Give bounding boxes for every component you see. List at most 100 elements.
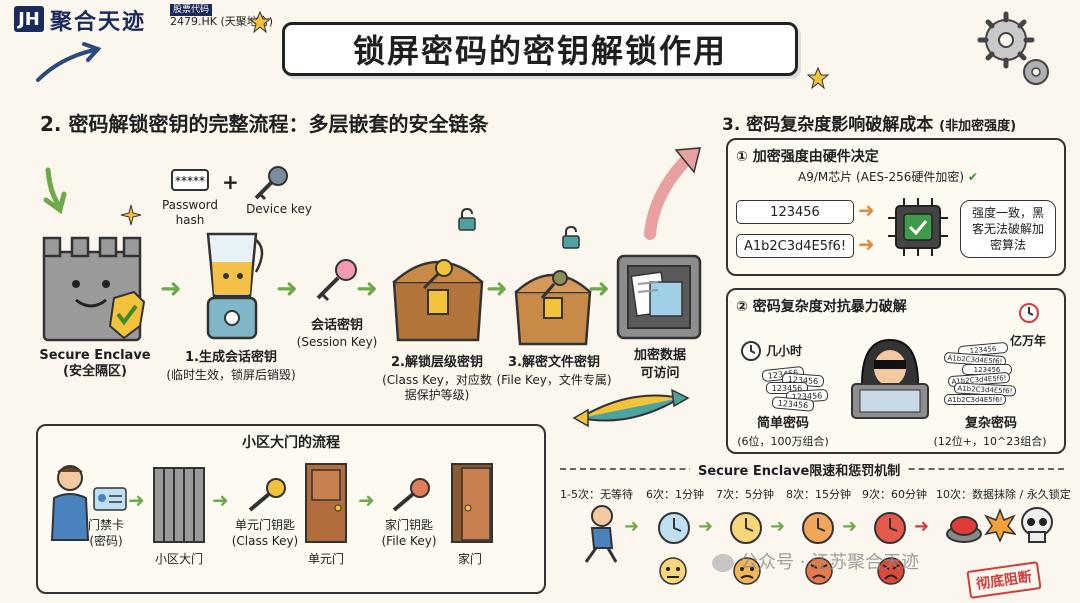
hardware-strength-title: ① 加密强度由硬件决定 (736, 149, 879, 165)
password-hash-label: Password hash (161, 198, 219, 227)
hacker-icon (851, 338, 929, 419)
complex-password-pile: 123456 A1b2C3d4E5f6! 123456 A1b2C3d4E5f6… (943, 341, 1024, 410)
gear-icon (977, 11, 1049, 85)
flow-arrow-icon: ➜ (770, 516, 786, 537)
penalty-step-5: 9次：60分钟 (862, 488, 927, 501)
neutral-face-icon (659, 557, 687, 585)
section3-title: 3. 密码复杂度影响破解成本 (非加密强度) (722, 110, 1016, 135)
svg-text:*****: ***** (175, 174, 205, 188)
sparkle-icon (120, 204, 142, 226)
penalty-step-2: 6次：1分钟 (646, 488, 704, 501)
star-icon (248, 10, 272, 34)
blocked-stamp: 彻底阻断 (966, 561, 1042, 599)
brute-force-title: ② 密码复杂度对抗暴力破解 (736, 299, 907, 315)
furious-face-icon (877, 557, 905, 585)
step-decrypt-file-key-title: 3.解密文件密钥 (508, 355, 600, 370)
flow-arrow-icon: ➜ (914, 516, 930, 537)
penalty-step-4: 8次：15分钟 (786, 488, 851, 501)
device-key-icon (254, 166, 288, 200)
stock-label: 股票代码 (170, 4, 213, 16)
step-unlock-class-key-sub: (Class Key，对应数据保护等级) (382, 373, 492, 402)
treasure-chest-icon (392, 259, 484, 342)
small-chest-icon (514, 270, 592, 346)
step-generate-session-key-sub: (临时生效，锁屏后销毁) (166, 368, 296, 382)
step-data-accessible-sub: 可访问 (640, 366, 680, 381)
running-person-icon (584, 505, 618, 563)
flow-arrow-icon: ➜ (160, 274, 182, 304)
wechat-icon (712, 554, 734, 572)
alarm-clock-icon (874, 512, 906, 544)
flow-arrow-icon: ➜ (486, 274, 508, 304)
watermark-text: 公众号 · 江苏聚合天迹 (740, 552, 920, 573)
pile-card: A1b2C3d4E5f6! (944, 394, 1006, 405)
skull-icon (1021, 507, 1053, 543)
flow-arrow-icon: ➜ (624, 516, 640, 537)
angry-face-icon (805, 557, 833, 585)
section3-title-note: (非加密强度) (939, 119, 1017, 134)
session-key-title: 会话密钥 (310, 318, 363, 333)
watermark: 公众号 · 江苏聚合天迹 (712, 548, 919, 574)
time-simple: 几小时 (766, 344, 803, 358)
section3-title-main: 3. 密码复杂度影响破解成本 (722, 115, 934, 135)
decorative-arrow-icon (36, 42, 102, 82)
alarm-clock-icon (730, 512, 762, 544)
access-card-label: 门禁卡 (87, 518, 124, 532)
home-key-icon (392, 478, 430, 512)
access-card-icon (93, 487, 127, 511)
access-card-sub: (密码) (89, 534, 123, 548)
home-door-label: 家门 (457, 552, 482, 566)
step-decrypt-file-key-sub: (File Key，文件专属) (496, 373, 612, 387)
simple-password-pile: 123456 123456 123456 123456 123456 (761, 365, 832, 412)
arrow-right-icon: ➜ (858, 198, 875, 222)
penalty-step-3: 7次：5分钟 (716, 488, 774, 501)
session-key-icon (316, 259, 357, 302)
step-generate-session-key-title: 1.生成会话密钥 (185, 350, 277, 365)
clock-icon (741, 341, 761, 361)
unit-door-icon (305, 463, 347, 543)
flow-arrow-icon: ➜ (128, 488, 145, 512)
home-key-label: 家门钥匙 (384, 518, 433, 532)
flow-arrow-icon: ➜ (276, 274, 298, 304)
explosion-icon (984, 508, 1016, 542)
complex-password-sub: (12位+，10^23组合) (933, 435, 1047, 448)
pile-card: 123456 (771, 396, 815, 412)
company-logo-mark: JH (14, 6, 44, 32)
strength-bubble: 强度一致，黑客无法破解加密算法 (960, 200, 1056, 258)
step-unlock-class-key-title: 2.解锁层级密钥 (391, 355, 483, 370)
password-hash-icon: ***** (171, 169, 209, 191)
step-data-accessible-title: 加密数据 (633, 348, 686, 363)
session-key-sub: (Session Key) (296, 335, 378, 349)
page-title: 锁屏密码的密钥解锁作用 (282, 22, 798, 76)
person-icon (50, 465, 90, 541)
complex-password-box: A1b2C3d4E5f6! (736, 234, 854, 258)
arrow-down-icon (43, 167, 67, 215)
unit-key-sub: (Class Key) (231, 534, 299, 548)
home-door-icon (451, 463, 493, 543)
alarm-button-icon (946, 516, 982, 543)
home-key-sub: (File Key) (381, 534, 437, 548)
device-key-label: Device key (246, 202, 312, 216)
penalty-title: Secure Enclave限速和惩罚机制 (690, 460, 909, 479)
flow-arrow-icon: ➜ (588, 274, 610, 304)
alarm-clock-icon (802, 512, 834, 544)
unit-door-label: 单元门 (307, 552, 344, 566)
plus-icon: + (222, 170, 239, 194)
chip-icon (888, 198, 948, 256)
community-gate-icon (153, 467, 205, 543)
step-secure-enclave-sub: (安全隔区) (63, 364, 127, 379)
complex-password-label: 复杂密码 (964, 416, 1017, 431)
stock-code: 2479.HK (天聚地合) (170, 15, 274, 28)
curved-arrow-icon (644, 147, 701, 240)
flow-arrow-icon: ➜ (356, 274, 378, 304)
time-complex: 亿万年 (1010, 334, 1047, 348)
secure-enclave-castle-icon (42, 236, 146, 342)
clock-icon (1019, 303, 1039, 323)
penalty-step-6: 10次：数据抹除 / 永久锁定 (936, 488, 1071, 501)
flow-arrow-icon: ➜ (212, 488, 229, 512)
flow-arrow-icon: ➜ (698, 516, 714, 537)
unit-key-label: 单元门钥匙 (234, 518, 295, 532)
section2-title: 2. 密码解锁密钥的完整流程：多层嵌套的安全链条 (40, 112, 489, 136)
simple-password-sub: (6位，100万组合) (737, 435, 829, 448)
blender-icon (206, 232, 264, 340)
check-icon: ✔ (967, 170, 978, 184)
